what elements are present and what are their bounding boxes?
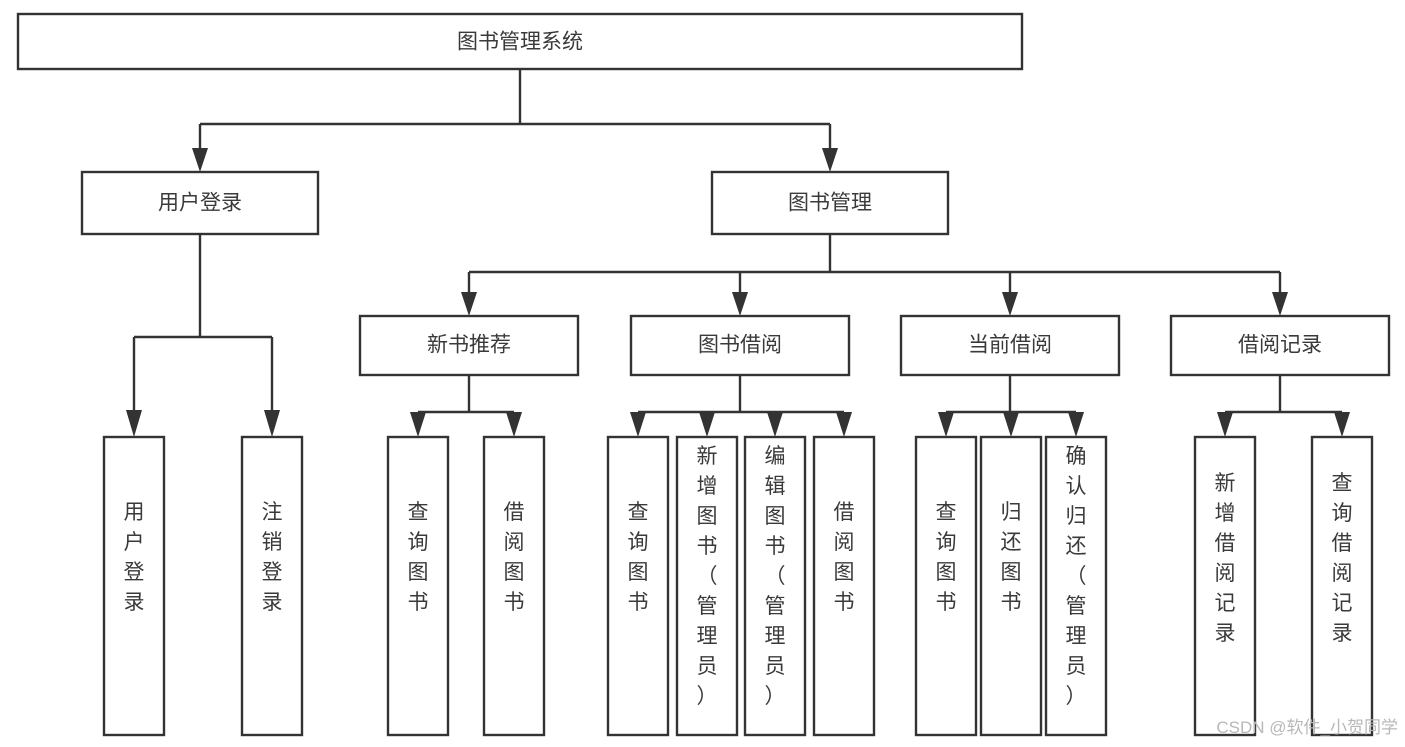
node-new-book-recommend-box[interactable] [358,314,580,377]
arrowhead-leaf-add-borrow-record [1217,412,1233,437]
node-user-login-box[interactable] [80,170,320,236]
node-leaf-add-book-admin-label: 新增图书（管理员） [697,445,718,708]
node-leaf-confirm-return-admin[interactable]: 确认归还（管理员） [1044,435,1108,737]
arrowhead-new-book-recommend [461,292,477,316]
csdn-watermark: CSDN @软件_小贺同学 [1216,718,1398,737]
node-new-book-recommend[interactable]: 新书推荐 [358,314,580,377]
node-borrow-record-label: 借阅记录 [1238,334,1322,357]
node-book-borrow[interactable]: 图书借阅 [629,314,851,377]
node-leaf-add-book-admin[interactable]: 新增图书（管理员） [675,435,739,737]
node-leaf-query-book-current-box[interactable] [914,435,978,737]
node-leaf-user-logout-label: 注销登录 [262,501,283,614]
node-leaf-add-borrow-record-label: 新增借阅记录 [1215,472,1236,645]
arrowhead-leaf-confirm-return-admin [1068,412,1084,437]
node-leaf-user-login-box[interactable] [102,435,166,737]
node-current-borrow-label: 当前借阅 [968,334,1052,357]
node-leaf-query-book-recommend[interactable]: 查询图书 [386,435,450,737]
node-leaf-add-borrow-record[interactable]: 新增借阅记录 [1193,435,1257,737]
node-leaf-query-book-borrow-box[interactable] [606,435,670,737]
node-leaf-borrow-book-recommend-box[interactable] [482,435,546,737]
arrowhead-leaf-query-book-recommend [410,412,426,437]
node-leaf-query-borrow-record-label: 查询借阅记录 [1332,472,1353,645]
arrowhead-leaf-query-borrow-record [1334,412,1350,437]
arrowhead-leaf-query-book-borrow [630,412,646,437]
node-leaf-query-book-current[interactable]: 查询图书 [914,435,978,737]
arrowhead-current-borrow [1002,292,1018,316]
node-root[interactable]: 图书管理系统 [16,12,1024,71]
node-leaf-user-login-label: 用户登录 [124,501,145,614]
node-leaf-borrow-book-box[interactable] [812,435,876,737]
node-leaf-add-book-admin-box[interactable] [675,435,739,737]
node-leaf-confirm-return-admin-box[interactable] [1044,435,1108,737]
node-root-box[interactable] [16,12,1024,71]
connectors [126,69,1350,437]
node-leaf-return-book[interactable]: 归还图书 [979,435,1043,737]
node-current-borrow-box[interactable] [899,314,1121,377]
arrowhead-leaf-edit-book-admin [767,412,783,437]
node-leaf-add-borrow-record-box[interactable] [1193,435,1257,737]
node-book-borrow-label: 图书借阅 [698,334,782,357]
node-current-borrow[interactable]: 当前借阅 [899,314,1121,377]
node-user-login-label: 用户登录 [158,192,242,215]
node-leaf-borrow-book-recommend[interactable]: 借阅图书 [482,435,546,737]
node-leaf-query-borrow-record-box[interactable] [1310,435,1374,737]
node-leaf-return-book-label: 归还图书 [1001,501,1022,614]
node-leaf-query-book-recommend-box[interactable] [386,435,450,737]
node-book-manage[interactable]: 图书管理 [710,170,950,236]
node-leaf-borrow-book-label: 借阅图书 [834,501,855,614]
node-leaf-query-book-current-label: 查询图书 [936,501,957,614]
arrowhead-leaf-return-book [1003,412,1019,437]
node-leaf-user-logout-box[interactable] [240,435,304,737]
arrowhead-leaf-add-book-admin [699,412,715,437]
node-leaf-query-book-recommend-label: 查询图书 [408,501,429,614]
arrowhead-leaf-borrow-book-recommend [506,412,522,437]
node-leaf-edit-book-admin-box[interactable] [743,435,807,737]
node-leaf-query-book-borrow[interactable]: 查询图书 [606,435,670,737]
node-user-login[interactable]: 用户登录 [80,170,320,236]
arrowhead-leaf-user-login [126,410,142,437]
node-leaf-user-logout[interactable]: 注销登录 [240,435,304,737]
node-root-label: 图书管理系统 [457,31,583,54]
arrowhead-leaf-query-book-current [938,412,954,437]
node-book-manage-label: 图书管理 [788,192,872,215]
node-book-manage-box[interactable] [710,170,950,236]
arrowhead-user-login [192,148,208,172]
arrowhead-book-manage [822,148,838,172]
leaf-nodes: 用户登录 注销登录 查询图书 借阅图书 查询图书 新增图书（管理员） [102,435,1374,737]
node-leaf-user-login[interactable]: 用户登录 [102,435,166,737]
node-borrow-record[interactable]: 借阅记录 [1169,314,1391,377]
node-leaf-edit-book-admin-label: 编辑图书（管理员） [765,445,786,708]
node-leaf-edit-book-admin[interactable]: 编辑图书（管理员） [743,435,807,737]
node-leaf-query-book-borrow-label: 查询图书 [628,501,649,614]
node-leaf-borrow-book-recommend-label: 借阅图书 [504,501,525,614]
node-new-book-recommend-label: 新书推荐 [427,334,511,357]
node-leaf-borrow-book[interactable]: 借阅图书 [812,435,876,737]
arrowhead-leaf-user-logout [264,410,280,437]
node-borrow-record-box[interactable] [1169,314,1391,377]
arrowhead-leaf-borrow-book [836,412,852,437]
node-book-borrow-box[interactable] [629,314,851,377]
node-leaf-confirm-return-admin-label: 确认归还（管理员） [1066,445,1087,708]
arrowhead-borrow-record [1272,292,1288,316]
arrowhead-book-borrow [732,292,748,316]
node-leaf-query-borrow-record[interactable]: 查询借阅记录 [1310,435,1374,737]
node-leaf-return-book-box[interactable] [979,435,1043,737]
